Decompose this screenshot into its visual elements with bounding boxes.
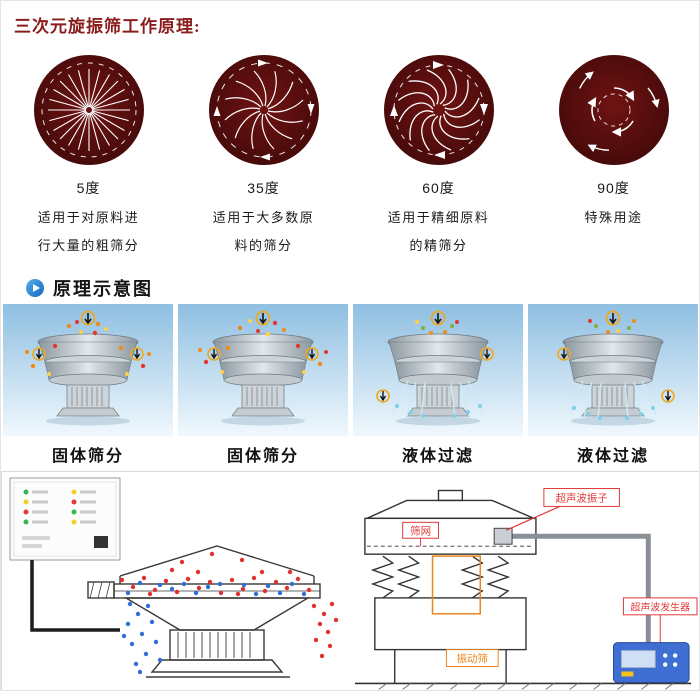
degree-desc-line1: 适用于精细原料 [387, 210, 490, 225]
angle-col-5deg: 5度 适用于对原料进 行大量的粗筛分 [1, 54, 176, 254]
machine [557, 310, 664, 426]
panel-label-4: 液体过滤 [576, 448, 649, 465]
page-title: 三次元旋振筛工作原理: [14, 17, 201, 36]
degree-desc-line2: 行大量的粗筛分 [37, 238, 140, 253]
degree-desc-line1: 适用于大多数原 [212, 210, 315, 225]
machine-outline [354, 489, 692, 685]
liquid-drops [572, 406, 655, 420]
machine [32, 310, 144, 426]
motor-outline [431, 555, 481, 615]
ultrasonic-generator-device [612, 642, 690, 683]
feed-particles [588, 319, 636, 334]
angle-col-60deg: 60度 适用于精细原料 的精筛分 [351, 54, 526, 254]
sieve-machine-solid-illustration [178, 304, 348, 436]
technical-drawings: 超声波振子 筛网 振动筛 超声波发生器 [1, 471, 699, 690]
degree-desc-line2: 的精筛分 [409, 238, 468, 253]
generator-label-text: 超声波发生器 [630, 600, 690, 613]
section-header: 原理示意图 [26, 275, 153, 301]
panel-solid-screening-1 [3, 304, 173, 436]
solid-particles [25, 320, 151, 376]
ultrasonic-sieve-diagram: 超声波振子 筛网 振动筛 超声波发生器 [354, 488, 698, 690]
panel-solid-screening-2 [178, 304, 348, 436]
panel-label-3: 液体过滤 [401, 448, 474, 465]
panel-liquid-filtration-1 [353, 304, 523, 436]
generator-label: 超声波发生器 [622, 597, 698, 643]
degree-label: 90度 [597, 180, 630, 196]
panel-label-1: 固体筛分 [51, 448, 124, 465]
degree-desc-line1: 适用于对原料进 [37, 210, 140, 225]
vibrator-label-text: 振动筛 [457, 652, 488, 665]
sieve-machine-solid-illustration [3, 304, 173, 436]
degree-label: 60度 [422, 180, 455, 196]
red-particles [119, 551, 339, 659]
control-box [9, 477, 121, 561]
mesh-label-text: 筛网 [410, 524, 431, 537]
ground-hatching [378, 683, 674, 690]
feed-particles [415, 320, 459, 335]
vibration-pattern-90deg-icon [558, 55, 669, 165]
degree-label: 35度 [247, 180, 280, 196]
schematic-panels-row [3, 304, 698, 436]
blue-particles [121, 580, 307, 675]
degree-label: 5度 [76, 180, 101, 196]
transducer-leader-line [505, 505, 561, 531]
panel-liquid-filtration-2 [528, 304, 698, 436]
mesh-label: 筛网 [402, 521, 439, 547]
machine [207, 310, 319, 426]
angle-col-90deg: 90度 特殊用途 [526, 54, 699, 254]
angle-col-35deg: 35度 适用于大多数原 料的筛分 [176, 54, 351, 254]
section-title: 原理示意图 [53, 279, 153, 299]
degree-desc-line2: 料的筛分 [234, 238, 293, 253]
sieve-line-drawing [87, 545, 321, 678]
vibration-pattern-35deg-icon [208, 55, 319, 165]
sieve-cross-section-diagram [9, 477, 339, 678]
vibration-pattern-60deg-icon [383, 55, 494, 165]
ultrasonic-cable [512, 533, 651, 643]
liquid-drops [395, 404, 482, 418]
sieve-machine-liquid-illustration [353, 304, 523, 436]
transducer-label-text: 超声波振子 [556, 491, 608, 504]
angle-diagrams-row: 5度 适用于对原料进 行大量的粗筛分 [1, 54, 699, 254]
play-bullet-icon [26, 279, 44, 297]
sieve-machine-liquid-illustration [528, 304, 698, 436]
solid-particles [198, 319, 328, 374]
machine [387, 310, 494, 426]
transducer-label: 超声波振子 [543, 488, 620, 507]
ultrasonic-transducer [493, 527, 513, 545]
panel-labels-row: 固体筛分 固体筛分 液体过滤 液体过滤 [3, 442, 698, 466]
panel-label-2: 固体筛分 [226, 448, 299, 465]
degree-desc-line1: 特殊用途 [584, 210, 643, 225]
vibrator-label: 振动筛 [445, 649, 499, 668]
vibration-pattern-5deg-icon [33, 55, 144, 165]
power-cable [30, 560, 120, 632]
